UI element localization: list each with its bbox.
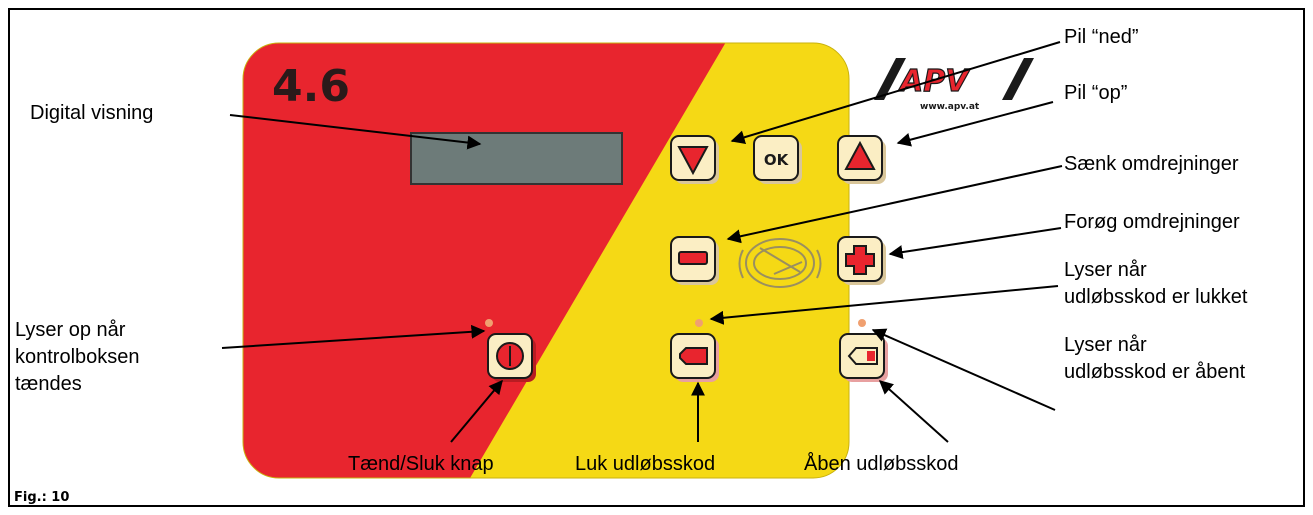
apv-logo-text: APV: [898, 64, 971, 99]
plus-icon: [845, 245, 875, 275]
label-gate-open-line2: udløbsskod er åbent: [1064, 361, 1246, 383]
apv-website: www.apv.at: [920, 102, 980, 112]
label-gate-closed-line2: udløbsskod er lukket: [1064, 286, 1248, 308]
label-increase-rpm: Forøg omdrejninger: [1064, 211, 1240, 233]
arrow-up-button[interactable]: [837, 135, 886, 184]
minus-icon: [678, 251, 708, 265]
control-panel-diagram: 4.6 APV www.apv.at OK: [221, 41, 1063, 479]
gate-open-led: [858, 319, 866, 327]
gate-closed-led: [695, 319, 703, 327]
figure-frame: 4.6 APV www.apv.at OK: [8, 8, 1305, 507]
label-digital-display: Digital visning: [30, 102, 154, 124]
arrow-down-icon: [677, 146, 709, 176]
label-power-led: Lyser op når kontrolboksen tændes: [15, 317, 140, 398]
label-gate-open-led: Lyser når udløbsskod er åbent: [1064, 332, 1245, 386]
power-button[interactable]: [487, 333, 536, 382]
label-gate-closed-led: Lyser når udløbsskod er lukket: [1064, 257, 1247, 311]
label-decrease-rpm: Sænk omdrejninger: [1064, 153, 1239, 175]
label-power-led-line1: Lyser op når: [15, 319, 126, 341]
decrease-rpm-button[interactable]: [670, 236, 719, 285]
model-number: 4.6: [272, 61, 350, 112]
label-power-led-line3: tændes: [15, 373, 82, 395]
close-gate-icon: [679, 347, 708, 365]
label-power-button: Tænd/Sluk knap: [348, 453, 494, 475]
digital-display: [410, 132, 623, 185]
ok-button[interactable]: OK: [753, 135, 802, 184]
figure-caption: Fig.: 10: [14, 490, 70, 505]
label-gate-open-line1: Lyser når: [1064, 334, 1147, 356]
increase-rpm-button[interactable]: [837, 236, 886, 285]
label-close-gate: Luk udløbsskod: [575, 453, 716, 475]
power-led: [485, 319, 493, 327]
label-arrow-up: Pil “op”: [1064, 82, 1128, 104]
ok-button-label: OK: [764, 151, 790, 169]
spreader-disc-icon: [738, 238, 822, 288]
label-gate-closed-line1: Lyser når: [1064, 259, 1147, 281]
label-arrow-down: Pil “ned”: [1064, 26, 1139, 48]
close-gate-button[interactable]: [670, 333, 719, 382]
apv-logo: APV www.apv.at: [874, 58, 1034, 112]
callout-arrows: [221, 41, 1063, 443]
arrow-down-button[interactable]: [670, 135, 719, 184]
label-power-led-line2: kontrolboksen: [15, 346, 140, 368]
label-open-gate: Åben udløbsskod: [804, 453, 959, 475]
open-gate-button[interactable]: [839, 333, 888, 382]
arrow-up-icon: [844, 140, 876, 170]
